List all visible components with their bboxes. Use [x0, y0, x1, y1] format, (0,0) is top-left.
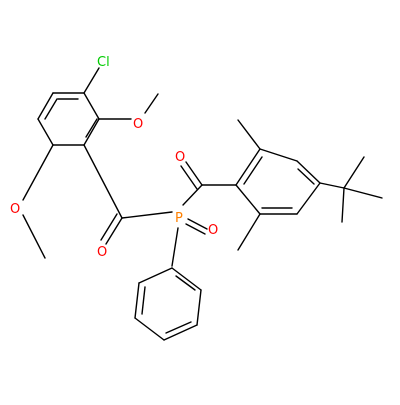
bond: [235, 148, 261, 186]
bond: [44, 98, 58, 120]
bond: [37, 92, 54, 120]
phosphorus-label: P: [175, 211, 183, 226]
atom-labels: Cl O O O O P O: [10, 55, 218, 260]
bond: [243, 156, 263, 185]
bond: [237, 213, 261, 251]
methoxy-oxygen-upper-label: O: [133, 117, 143, 132]
bond: [165, 321, 192, 334]
phosphoryl-oxygen-label: O: [208, 223, 218, 238]
bond: [22, 144, 54, 201]
bond: [22, 214, 46, 259]
carbonyl-oxygen-left-label: O: [97, 245, 107, 260]
bond: [83, 92, 100, 120]
carbonyl-oxygen-right-label: O: [175, 150, 185, 165]
bond: [171, 227, 179, 267]
bond: [100, 213, 118, 241]
bond: [185, 161, 203, 186]
bond: [163, 324, 198, 341]
bond: [105, 217, 123, 245]
bond: [134, 317, 165, 341]
bond: [121, 211, 173, 219]
bond: [37, 118, 54, 146]
bond: [138, 267, 173, 284]
bond: [182, 184, 203, 206]
bond: [171, 267, 202, 291]
bond: [237, 119, 261, 150]
bond: [196, 289, 202, 326]
bond: [296, 160, 321, 184]
bond: [235, 184, 261, 215]
bond: [187, 218, 208, 230]
bond: [343, 187, 383, 199]
bond: [83, 67, 100, 94]
bond: [134, 282, 140, 319]
chlorine-label: Cl: [97, 55, 110, 70]
bond-lines: [22, 67, 383, 341]
bond: [180, 165, 198, 190]
bond: [296, 182, 321, 215]
bond: [85, 118, 98, 138]
bond: [141, 286, 146, 315]
bond: [343, 156, 365, 189]
bond: [175, 275, 196, 291]
bond: [144, 93, 159, 114]
bond: [185, 223, 206, 235]
bond: [319, 182, 345, 189]
bond: [83, 144, 123, 219]
methoxy-oxygen-lower-label: O: [10, 202, 20, 217]
bond: [259, 148, 298, 162]
bond: [83, 118, 100, 146]
bond: [297, 168, 315, 185]
bond: [341, 187, 345, 223]
